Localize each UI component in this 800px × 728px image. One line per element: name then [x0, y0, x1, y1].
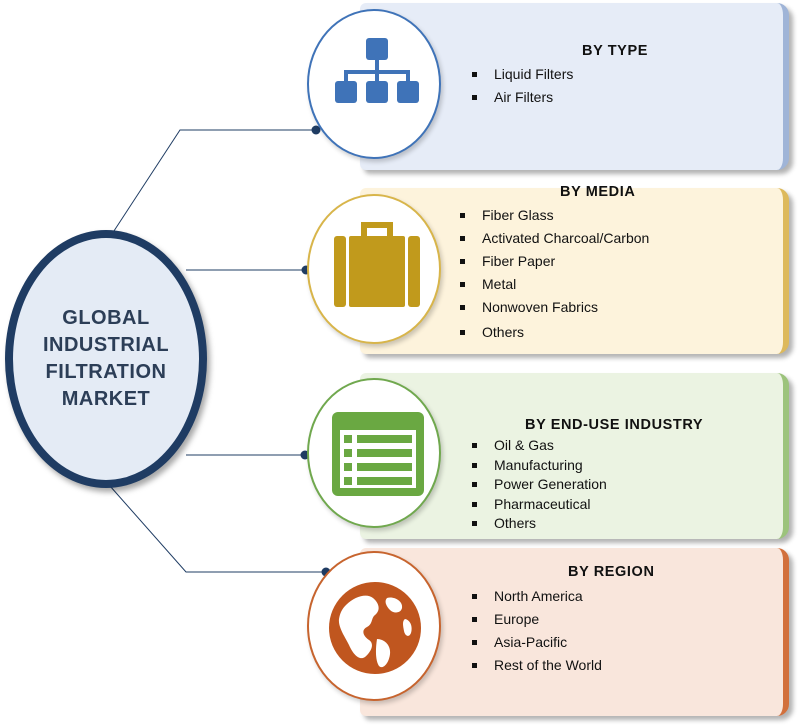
segment-list: Fiber Glass Activated Charcoal/Carbon Fi…	[460, 207, 649, 347]
list-item: Metal	[460, 276, 649, 299]
list-item: Europe	[472, 611, 602, 634]
globe-icon	[329, 582, 421, 674]
list-item: Others	[460, 324, 649, 347]
list-item: Nonwoven Fabrics	[460, 299, 649, 324]
segment-list: North America Europe Asia-Pacific Rest o…	[472, 588, 602, 680]
list-item: Manufacturing	[472, 457, 607, 477]
list-item: Others	[472, 515, 607, 535]
list-item: Fiber Paper	[460, 253, 649, 276]
center-title-line-4: MARKET	[61, 388, 151, 410]
list-item: Pharmaceutical	[472, 496, 607, 516]
segment-title: BY TYPE	[582, 43, 648, 59]
segment-title: BY END-USE INDUSTRY	[525, 417, 704, 433]
list-item: Air Filters	[472, 89, 573, 112]
center-title-line-3: FILTRATION	[45, 361, 167, 383]
list-item: Fiber Glass	[460, 207, 649, 230]
connector-type	[109, 129, 316, 238]
list-item: Asia-Pacific	[472, 634, 602, 657]
center-title-line-1: GLOBAL	[62, 307, 150, 329]
region-icon-badge	[307, 551, 441, 701]
segment-list: Oil & Gas Manufacturing Power Generation…	[472, 437, 607, 535]
connector-dot-type	[311, 125, 321, 135]
segment-title: BY MEDIA	[560, 184, 636, 200]
segment-title: BY REGION	[568, 564, 655, 580]
list-item: North America	[472, 588, 602, 611]
list-item: Power Generation	[472, 476, 607, 496]
list-window-icon	[332, 412, 424, 496]
briefcase-icon	[334, 222, 420, 307]
center-hub: GLOBAL INDUSTRIAL FILTRATION MARKET	[5, 230, 207, 488]
list-item: Oil & Gas	[472, 437, 607, 457]
end-use-icon-badge	[307, 378, 441, 528]
connector-region	[109, 485, 326, 573]
list-item: Activated Charcoal/Carbon	[460, 230, 649, 253]
list-item: Liquid Filters	[472, 66, 573, 89]
hierarchy-icon	[335, 38, 419, 103]
list-item: Rest of the World	[472, 657, 602, 680]
center-title-line-2: INDUSTRIAL	[42, 334, 170, 356]
segment-list: Liquid Filters Air Filters	[472, 66, 573, 112]
type-icon-badge	[307, 9, 441, 159]
media-icon-badge	[307, 194, 441, 344]
